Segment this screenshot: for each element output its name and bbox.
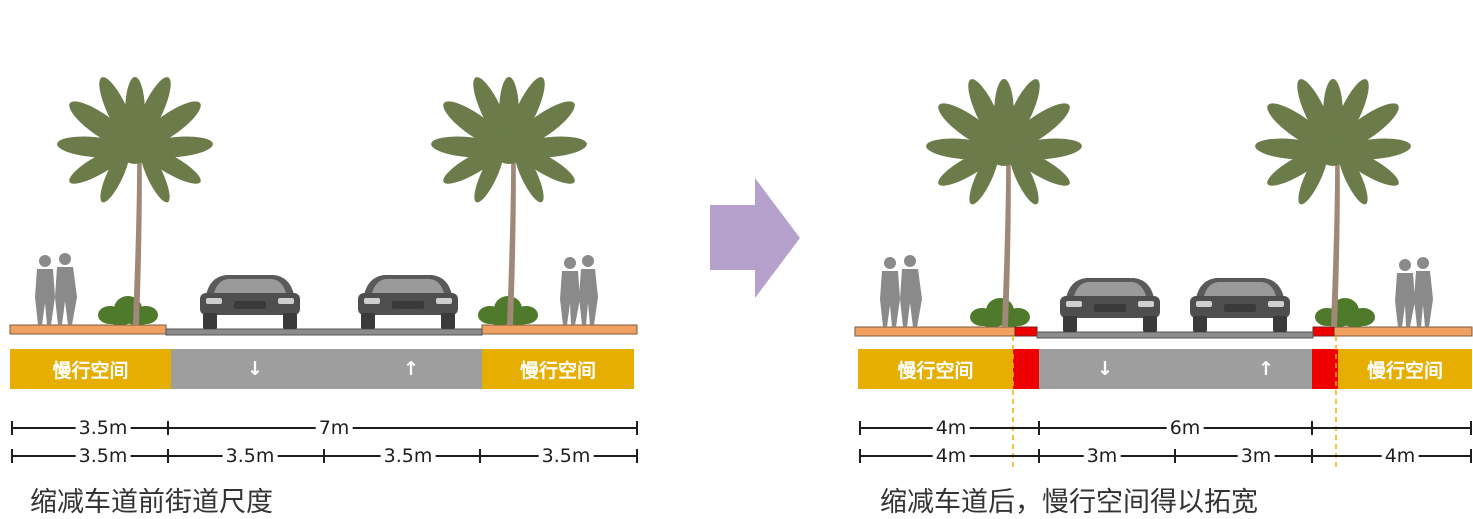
slow-zone-label-right: 慢行空间 xyxy=(519,359,596,382)
car-left xyxy=(200,275,300,329)
right-sidewalk xyxy=(481,324,638,335)
slow-zone-right xyxy=(482,349,634,389)
pedestrians-right xyxy=(560,255,598,325)
transition-arrow-icon xyxy=(710,178,800,298)
slow-zone-right xyxy=(1338,349,1472,389)
dimension-label: 3.5m xyxy=(380,445,436,467)
car-left xyxy=(1060,278,1160,332)
caption-after: 缩减车道后，慢行空间得以拓宽 xyxy=(880,487,1258,518)
slow-zone-label-left: 慢行空间 xyxy=(52,359,129,382)
dimension-label: 3.5m xyxy=(538,445,594,467)
lane-band xyxy=(1039,349,1312,389)
pedestrians-left xyxy=(35,253,77,325)
added-space-left xyxy=(1014,326,1038,337)
lane-band xyxy=(171,349,482,389)
left-sidewalk xyxy=(854,326,1016,337)
slow-zone-label-right: 慢行空间 xyxy=(1366,359,1443,382)
added-zone-left xyxy=(1013,349,1039,389)
lane-down-arrow-icon: ↓ xyxy=(247,358,263,380)
right-sidewalk xyxy=(1333,326,1473,337)
dimension-label: 3.5m xyxy=(222,445,278,467)
dimension-label: 3m xyxy=(1083,445,1121,467)
dimension-label: 4m xyxy=(932,445,970,467)
dimension-label: 4m xyxy=(1381,445,1419,467)
lane-up-arrow-icon: ↑ xyxy=(403,358,419,380)
guide-lines xyxy=(1012,336,1337,470)
bush-left xyxy=(970,298,1030,327)
dimension-label: 3.5m xyxy=(75,417,131,439)
after-section xyxy=(854,75,1473,470)
lane-up-arrow-icon: ↑ xyxy=(1258,358,1274,380)
car-right xyxy=(1190,278,1290,332)
roadway xyxy=(1036,331,1314,339)
dimension-label: 6m xyxy=(1166,417,1204,439)
before-section xyxy=(9,73,638,463)
slow-zone-left xyxy=(858,349,1013,389)
roadway xyxy=(165,328,483,336)
added-space-right xyxy=(1312,326,1335,337)
added-zone-right xyxy=(1312,349,1338,389)
bush-right xyxy=(1315,298,1375,327)
pedestrians-left xyxy=(880,255,922,327)
slow-zone-label-left: 慢行空间 xyxy=(897,359,974,382)
bush-left xyxy=(98,296,158,325)
caption-before: 缩减车道前街道尺度 xyxy=(30,487,273,518)
dimension-label: 3.5m xyxy=(75,445,131,467)
slow-zone-left xyxy=(10,349,171,389)
left-sidewalk xyxy=(9,324,167,335)
dimension-label: 4m xyxy=(932,417,970,439)
palm-tree-left xyxy=(925,75,1083,327)
palm-tree-left xyxy=(56,73,214,325)
lane-down-arrow-icon: ↓ xyxy=(1097,358,1113,380)
dimension-label: 3m xyxy=(1237,445,1275,467)
car-right xyxy=(358,275,458,329)
dimension-label: 7m xyxy=(315,417,353,439)
pedestrians-right xyxy=(1395,257,1433,327)
